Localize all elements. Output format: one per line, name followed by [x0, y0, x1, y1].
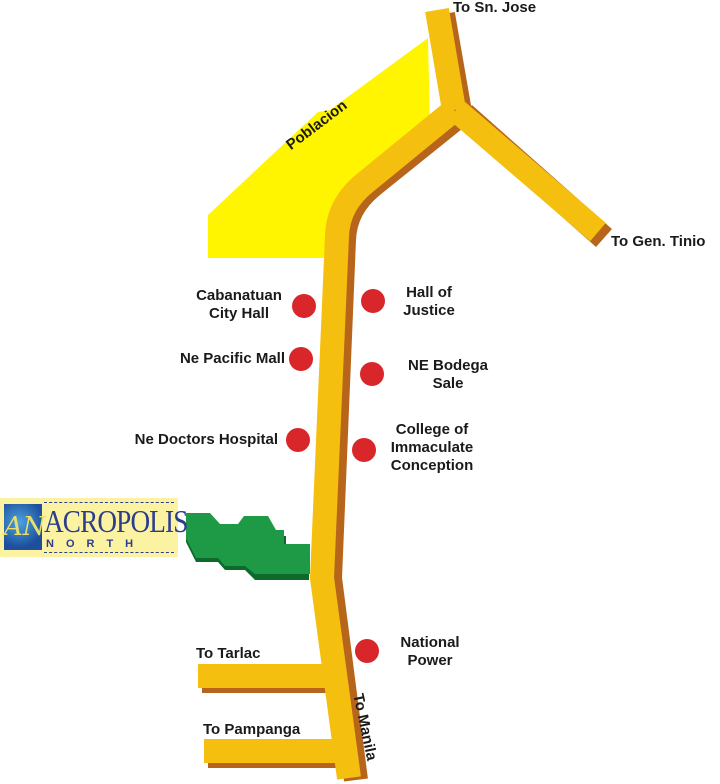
landmark-dot-bodega-sale: [360, 362, 384, 386]
landmark-label-doctors-hospital: Ne Doctors Hospital: [134, 431, 278, 448]
subdivision-area: [186, 513, 310, 574]
monogram-icon: AN: [4, 504, 46, 550]
landmark-dot-national-power: [355, 639, 379, 663]
wave-divider: [44, 552, 174, 555]
landmark-dot-college: [352, 438, 376, 462]
landmark-dot-city-hall: [292, 294, 316, 318]
road-main: [310, 100, 462, 780]
landmark-label-line: Conception: [390, 457, 474, 474]
landmark-label-national-power: National Power: [392, 634, 468, 670]
landmark-label-bodega-sale: NE Bodega Sale: [398, 357, 498, 393]
landmark-label-city-hall: Cabanatuan City Hall: [186, 287, 292, 323]
poblacion-area: [208, 38, 430, 258]
road-label-gen-tinio: To Gen. Tinio: [611, 233, 706, 250]
wave-divider: [44, 502, 174, 505]
road-label-tarlac: To Tarlac: [196, 645, 261, 662]
monogram-text: AN: [4, 512, 46, 542]
logo-title: ACROPOLIS: [44, 503, 188, 539]
landmark-label-hall-of-justice: Hall of Justice: [394, 284, 464, 320]
landmark-dot-pacific-mall: [289, 347, 313, 371]
landmark-label-line: Immaculate: [390, 439, 474, 456]
landmark-label-line: Power: [407, 652, 453, 669]
landmark-label-line: NE Bodega: [407, 357, 488, 374]
logo-subtitle: NORTH: [46, 538, 146, 550]
road-north: [425, 7, 466, 113]
landmark-label-college: College of Immaculate Conception: [384, 421, 480, 475]
road-label-pampanga: To Pampanga: [203, 721, 301, 738]
landmark-dot-hall-of-justice: [361, 289, 385, 313]
landmark-label-line: Hall of: [406, 284, 452, 301]
landmark-label-line: Sale: [432, 375, 464, 392]
landmark-label-pacific-mall: Ne Pacific Mall: [179, 350, 285, 367]
landmark-label-line: College of: [395, 421, 469, 438]
landmark-label-line: Cabanatuan: [196, 287, 282, 304]
acropolis-north-logo: AN ACROPOLIS NORTH: [0, 498, 188, 557]
road-label-sn-jose: To Sn. Jose: [453, 0, 537, 16]
landmark-label-line: City Hall: [208, 305, 269, 322]
landmark-label-line: National: [400, 634, 460, 651]
landmark-label-line: Justice: [403, 302, 455, 319]
landmark-dot-doctors-hospital: [286, 428, 310, 452]
road-east: [448, 100, 606, 242]
